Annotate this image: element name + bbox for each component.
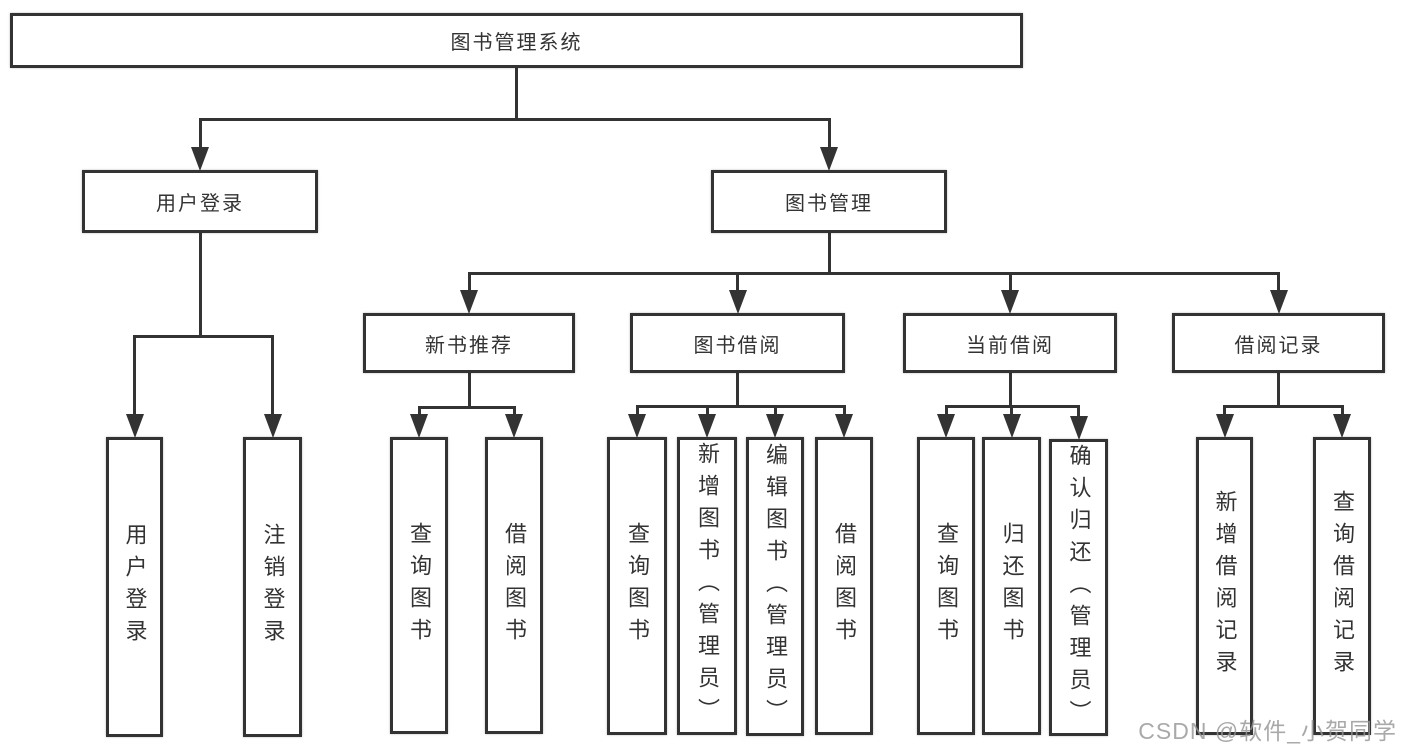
node-current-borrow: 当前借阅 [903,313,1117,373]
edge-drop-leaf-user-login [133,335,136,415]
edge-stub-book-borrow [736,373,739,408]
node-label-leaf-borrow-book-2: 借阅图书 [832,522,857,650]
edge-rail-book-borrow [635,405,846,408]
node-leaf-query-book-2: 查询图书 [607,437,667,735]
node-user-login: 用户登录 [82,170,318,233]
node-label-leaf-add-record: 新增借阅记录 [1212,490,1238,682]
node-book-borrow: 图书借阅 [630,313,845,373]
edge-drop-leaf-borrow-book-1 [512,406,516,415]
edge-stub-book-mgmt [827,233,831,275]
node-label-borrow-records: 借阅记录 [1234,334,1323,357]
node-label-book-mgmt: 图书管理 [785,193,873,215]
edge-drop-leaf-query-book-1 [417,406,421,415]
node-label-leaf-add-book: 新增图书（管理员） [695,442,720,730]
node-label-leaf-query-book-1: 查询图书 [407,521,432,650]
edge-drop-leaf-confirm-return [1077,405,1080,417]
arrowhead-leaf-return-book [1002,414,1021,438]
node-book-mgmt: 图书管理 [711,170,947,233]
edge-rail-book-mgmt [467,272,1280,275]
node-new-book-rec: 新书推荐 [363,313,575,373]
node-label-user-login: 用户登录 [156,193,244,215]
edge-drop-leaf-query-book-3 [944,405,948,415]
edge-drop-leaf-query-record [1340,405,1344,415]
arrowhead-new-book-rec [460,290,478,314]
edge-drop-current-borrow [1008,272,1012,291]
arrowhead-borrow-records [1269,290,1288,314]
node-leaf-user-login: 用户登录 [106,437,163,737]
node-leaf-query-book-3: 查询图书 [917,437,975,735]
node-leaf-borrow-book-1: 借阅图书 [485,437,543,734]
arrowhead-leaf-query-book-2 [628,414,646,438]
arrowhead-book-borrow [728,290,747,314]
edge-drop-borrow-records [1277,272,1280,291]
edge-rail-new-book-rec [417,406,516,409]
edge-rail-root [198,118,831,121]
node-leaf-query-book-1: 查询图书 [390,437,448,734]
node-leaf-logout: 注销登录 [243,437,302,737]
node-label-leaf-edit-book: 编辑图书（管理员） [763,442,788,731]
edge-drop-leaf-edit-book [773,405,777,415]
node-leaf-return-book: 归还图书 [982,437,1041,735]
edge-stub-current-borrow [1008,373,1012,408]
node-root: 图书管理系统 [10,13,1023,68]
node-label-root: 图书管理系统 [450,32,583,54]
arrowhead-leaf-borrow-book-2 [835,414,853,438]
arrowhead-leaf-query-record [1333,414,1351,438]
edge-drop-leaf-query-book-2 [635,405,639,415]
node-leaf-query-record: 查询借阅记录 [1313,437,1371,735]
node-label-leaf-query-record: 查询借阅记录 [1330,490,1355,682]
node-label-new-book-rec: 新书推荐 [425,334,513,357]
node-label-leaf-query-book-2: 查询图书 [625,522,650,650]
edge-drop-new-book-rec [467,272,471,291]
edge-drop-user-login [198,118,202,148]
edge-stub-borrow-records [1277,373,1280,408]
arrowhead-leaf-add-record [1215,414,1234,438]
edge-drop-leaf-logout [271,335,274,415]
edge-drop-book-mgmt [827,118,831,148]
edge-drop-leaf-add-book [705,405,709,415]
edge-stub-user-login [198,233,202,338]
arrowhead-leaf-logout [263,414,282,438]
node-leaf-edit-book: 编辑图书（管理员） [746,437,804,736]
arrowhead-book-mgmt [820,147,838,171]
arrowhead-leaf-confirm-return [1069,416,1088,440]
arrowhead-leaf-add-book [698,414,716,438]
arrowhead-leaf-edit-book [766,414,784,438]
arrowhead-leaf-user-login [125,414,144,438]
node-leaf-confirm-return: 确认归还（管理员） [1049,439,1108,736]
edge-rail-user-login [133,335,274,338]
node-leaf-add-book: 新增图书（管理员） [677,437,737,735]
node-label-leaf-user-login: 用户登录 [122,523,148,651]
node-label-leaf-logout: 注销登录 [260,523,286,651]
arrowhead-current-borrow [1001,290,1019,314]
node-label-book-borrow: 图书借阅 [693,334,782,357]
arrowhead-leaf-query-book-1 [410,414,428,438]
node-label-current-borrow: 当前借阅 [966,334,1054,357]
arrowhead-user-login [191,147,209,171]
node-borrow-records: 借阅记录 [1172,313,1385,373]
arrowhead-leaf-query-book-3 [937,414,955,438]
edge-drop-leaf-return-book [1010,405,1013,415]
node-leaf-borrow-book-2: 借阅图书 [815,437,873,735]
node-label-leaf-borrow-book-1: 借阅图书 [502,521,527,650]
edge-drop-book-borrow [736,272,739,291]
arrowhead-leaf-borrow-book-1 [505,414,523,438]
edge-drop-leaf-add-record [1223,405,1226,415]
edge-stub-new-book-rec [467,373,471,409]
edge-stub-root [515,68,518,121]
edge-rail-borrow-records [1223,405,1344,408]
node-label-leaf-confirm-return: 确认归还（管理员） [1066,443,1092,732]
node-label-leaf-return-book: 归还图书 [999,522,1025,650]
edge-drop-leaf-borrow-book-2 [842,405,846,415]
node-leaf-add-record: 新增借阅记录 [1196,437,1253,735]
node-label-leaf-query-book-3: 查询图书 [934,522,959,650]
